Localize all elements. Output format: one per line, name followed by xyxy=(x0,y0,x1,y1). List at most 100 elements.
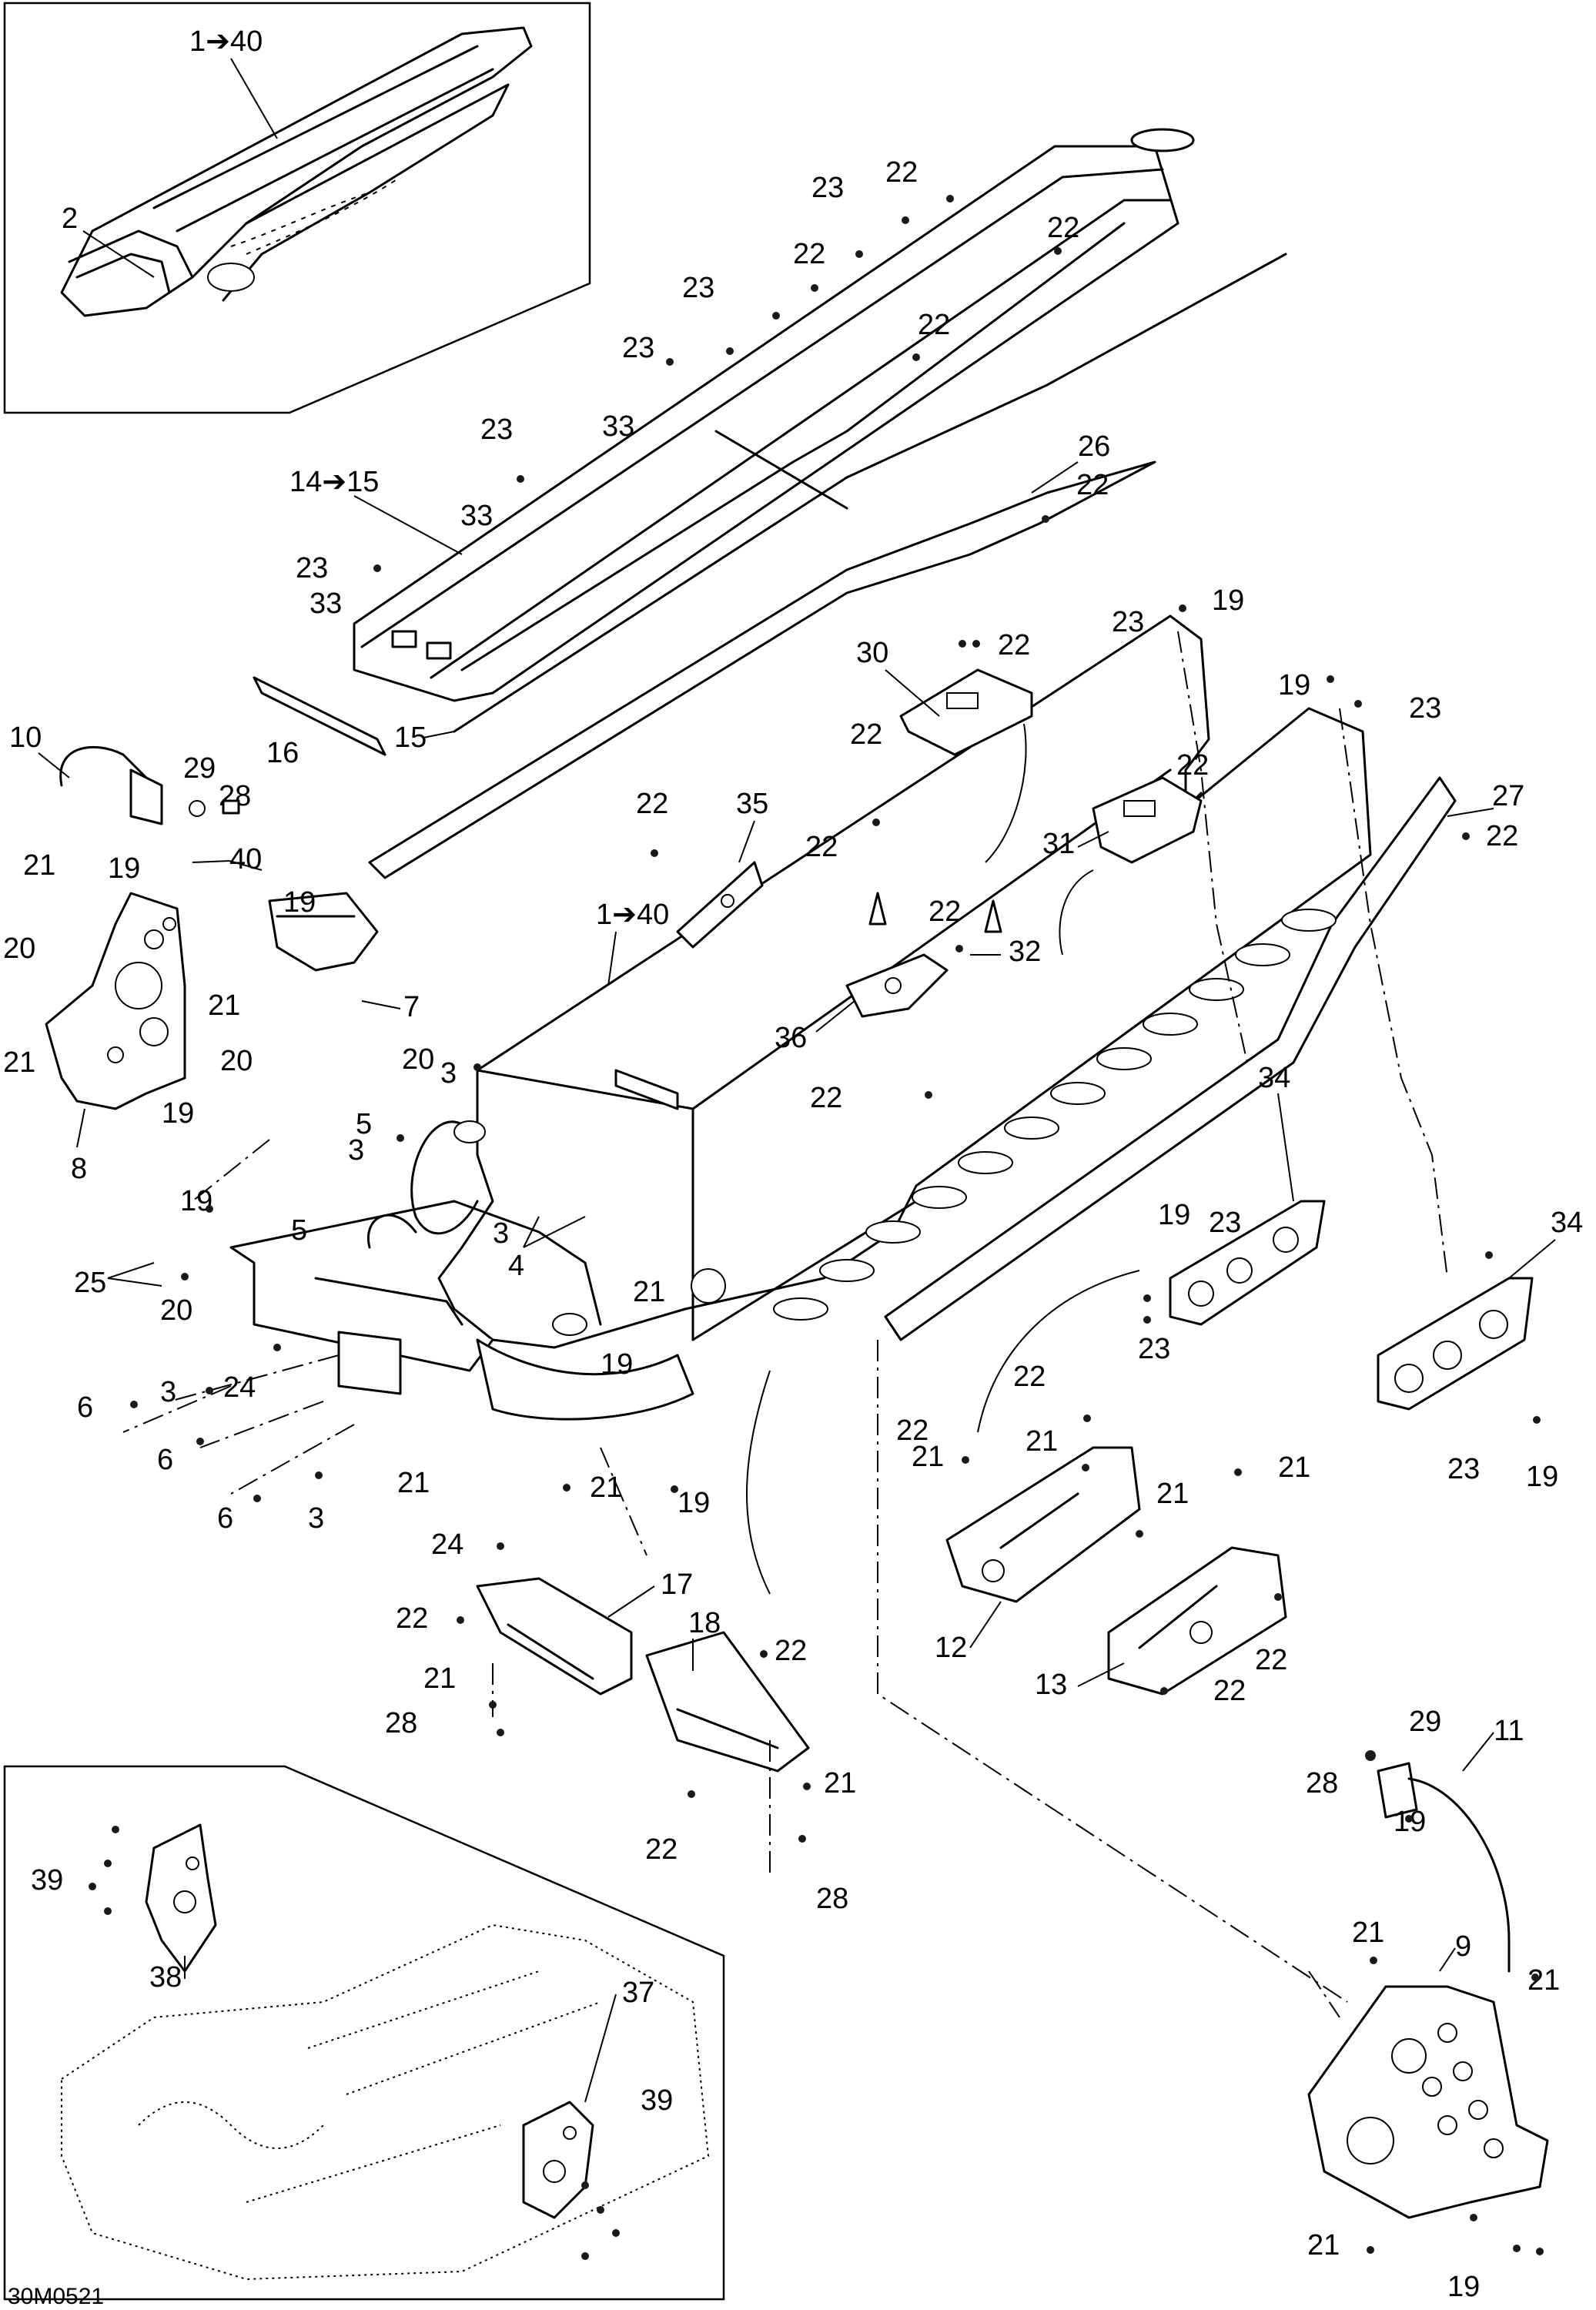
svg-text:23: 23 xyxy=(1209,1207,1241,1239)
svg-text:22: 22 xyxy=(1076,469,1109,501)
svg-text:33: 33 xyxy=(602,410,634,443)
svg-text:19: 19 xyxy=(601,1348,633,1381)
svg-text:22: 22 xyxy=(928,896,961,928)
svg-text:4: 4 xyxy=(508,1250,524,1282)
svg-text:17: 17 xyxy=(661,1568,693,1601)
bracket-34-right xyxy=(1377,1277,1534,1411)
svg-text:22: 22 xyxy=(1213,1675,1246,1707)
svg-text:6: 6 xyxy=(157,1444,173,1476)
inset-frame-top xyxy=(3,2,591,414)
svg-text:15: 15 xyxy=(394,721,427,754)
svg-text:30: 30 xyxy=(856,637,888,669)
svg-text:11: 11 xyxy=(1494,1715,1524,1747)
inset-frame-bottom xyxy=(3,1765,725,2301)
bracket-9 xyxy=(1307,1985,1549,2219)
svg-text:23: 23 xyxy=(811,172,844,204)
assembly-dashed-lines xyxy=(122,631,1448,2018)
svg-text:23: 23 xyxy=(1112,606,1144,638)
bracket-13 xyxy=(1107,1546,1287,1696)
svg-text:22: 22 xyxy=(1486,820,1518,852)
svg-text:5: 5 xyxy=(356,1108,372,1140)
svg-text:28: 28 xyxy=(1306,1767,1338,1799)
svg-text:21: 21 xyxy=(1352,1917,1384,1949)
svg-text:21: 21 xyxy=(1278,1451,1310,1484)
svg-text:7: 7 xyxy=(403,991,420,1023)
svg-text:40: 40 xyxy=(229,843,262,875)
svg-text:27: 27 xyxy=(1492,780,1524,812)
svg-text:19: 19 xyxy=(1447,2271,1480,2303)
svg-text:3: 3 xyxy=(348,1134,364,1167)
main-tunnel-vents xyxy=(453,909,1337,1336)
callout-labels: 14➔15 15 16 26 27 30 31 32 35 36 1➔40 10… xyxy=(9,430,1583,2117)
svg-text:3: 3 xyxy=(160,1376,176,1408)
svg-text:22: 22 xyxy=(805,831,838,863)
svg-text:21: 21 xyxy=(1527,1964,1560,1997)
fastener-dots xyxy=(89,195,1544,2260)
svg-text:10: 10 xyxy=(9,721,42,754)
svg-text:19: 19 xyxy=(162,1097,194,1130)
svg-text:23: 23 xyxy=(1447,1453,1480,1485)
motor-mount-38 xyxy=(145,1823,217,1973)
bracket-17 xyxy=(476,1577,633,1696)
svg-text:6: 6 xyxy=(217,1502,233,1535)
drawing-code-label: 30M0521 xyxy=(8,2284,104,2309)
svg-text:19: 19 xyxy=(180,1185,212,1217)
motor-mount-37 xyxy=(522,2101,594,2219)
bracket-35 xyxy=(676,861,764,949)
svg-text:21: 21 xyxy=(824,1767,856,1799)
svg-text:21: 21 xyxy=(1307,2229,1340,2261)
svg-text:30M0521: 30M0521 xyxy=(8,2284,104,2309)
svg-text:33: 33 xyxy=(460,500,493,532)
svg-text:19: 19 xyxy=(283,886,316,919)
svg-text:32: 32 xyxy=(1009,936,1041,968)
bracket-7 xyxy=(268,892,379,972)
svg-text:34: 34 xyxy=(1551,1207,1583,1239)
svg-text:22: 22 xyxy=(896,1414,928,1447)
svg-text:24: 24 xyxy=(223,1371,256,1404)
bracket-12 xyxy=(945,1446,1141,1603)
svg-text:13: 13 xyxy=(1035,1669,1067,1701)
svg-text:3: 3 xyxy=(308,1502,324,1535)
svg-text:20: 20 xyxy=(3,932,35,965)
svg-text:19: 19 xyxy=(1212,584,1244,617)
plate-8 xyxy=(45,892,186,1110)
svg-text:21: 21 xyxy=(423,1662,456,1695)
svg-text:6: 6 xyxy=(77,1391,93,1424)
svg-text:22: 22 xyxy=(396,1602,428,1635)
svg-text:3: 3 xyxy=(440,1057,457,1090)
svg-text:2: 2 xyxy=(62,203,78,235)
svg-text:22: 22 xyxy=(918,309,950,341)
svg-text:21: 21 xyxy=(912,1441,944,1473)
svg-text:19: 19 xyxy=(108,852,140,885)
svg-text:22: 22 xyxy=(1255,1644,1287,1676)
svg-text:23: 23 xyxy=(480,413,513,446)
svg-text:39: 39 xyxy=(641,2084,673,2117)
svg-text:1➔40: 1➔40 xyxy=(189,25,263,58)
svg-text:22: 22 xyxy=(1047,212,1079,244)
svg-text:20: 20 xyxy=(220,1045,253,1077)
fastener-callouts: 19 19 19 19 19 19 19 19 19 19 19 19 20 2… xyxy=(3,156,1560,2303)
svg-text:21: 21 xyxy=(397,1467,430,1499)
svg-text:22: 22 xyxy=(1176,749,1209,782)
svg-text:23: 23 xyxy=(1409,692,1441,725)
svg-text:22: 22 xyxy=(1013,1361,1046,1393)
stud-pair-32 xyxy=(868,892,1002,933)
svg-text:34: 34 xyxy=(1258,1062,1290,1094)
svg-text:22: 22 xyxy=(775,1635,807,1667)
svg-text:22: 22 xyxy=(885,156,918,189)
svg-text:31: 31 xyxy=(1042,828,1075,860)
svg-text:22: 22 xyxy=(850,718,882,751)
svg-text:21: 21 xyxy=(23,849,55,882)
svg-text:18: 18 xyxy=(688,1607,721,1639)
inset-bottom-chassis-sketch xyxy=(61,1923,710,2281)
svg-text:16: 16 xyxy=(266,737,299,769)
svg-text:22: 22 xyxy=(793,238,825,270)
svg-text:21: 21 xyxy=(3,1046,35,1079)
bracket-18 xyxy=(645,1631,810,1773)
svg-text:23: 23 xyxy=(622,332,654,364)
svg-text:23: 23 xyxy=(1138,1333,1170,1365)
inset-top-callout-2: 2 xyxy=(62,203,155,278)
svg-text:22: 22 xyxy=(636,788,668,820)
svg-text:22: 22 xyxy=(645,1833,678,1866)
